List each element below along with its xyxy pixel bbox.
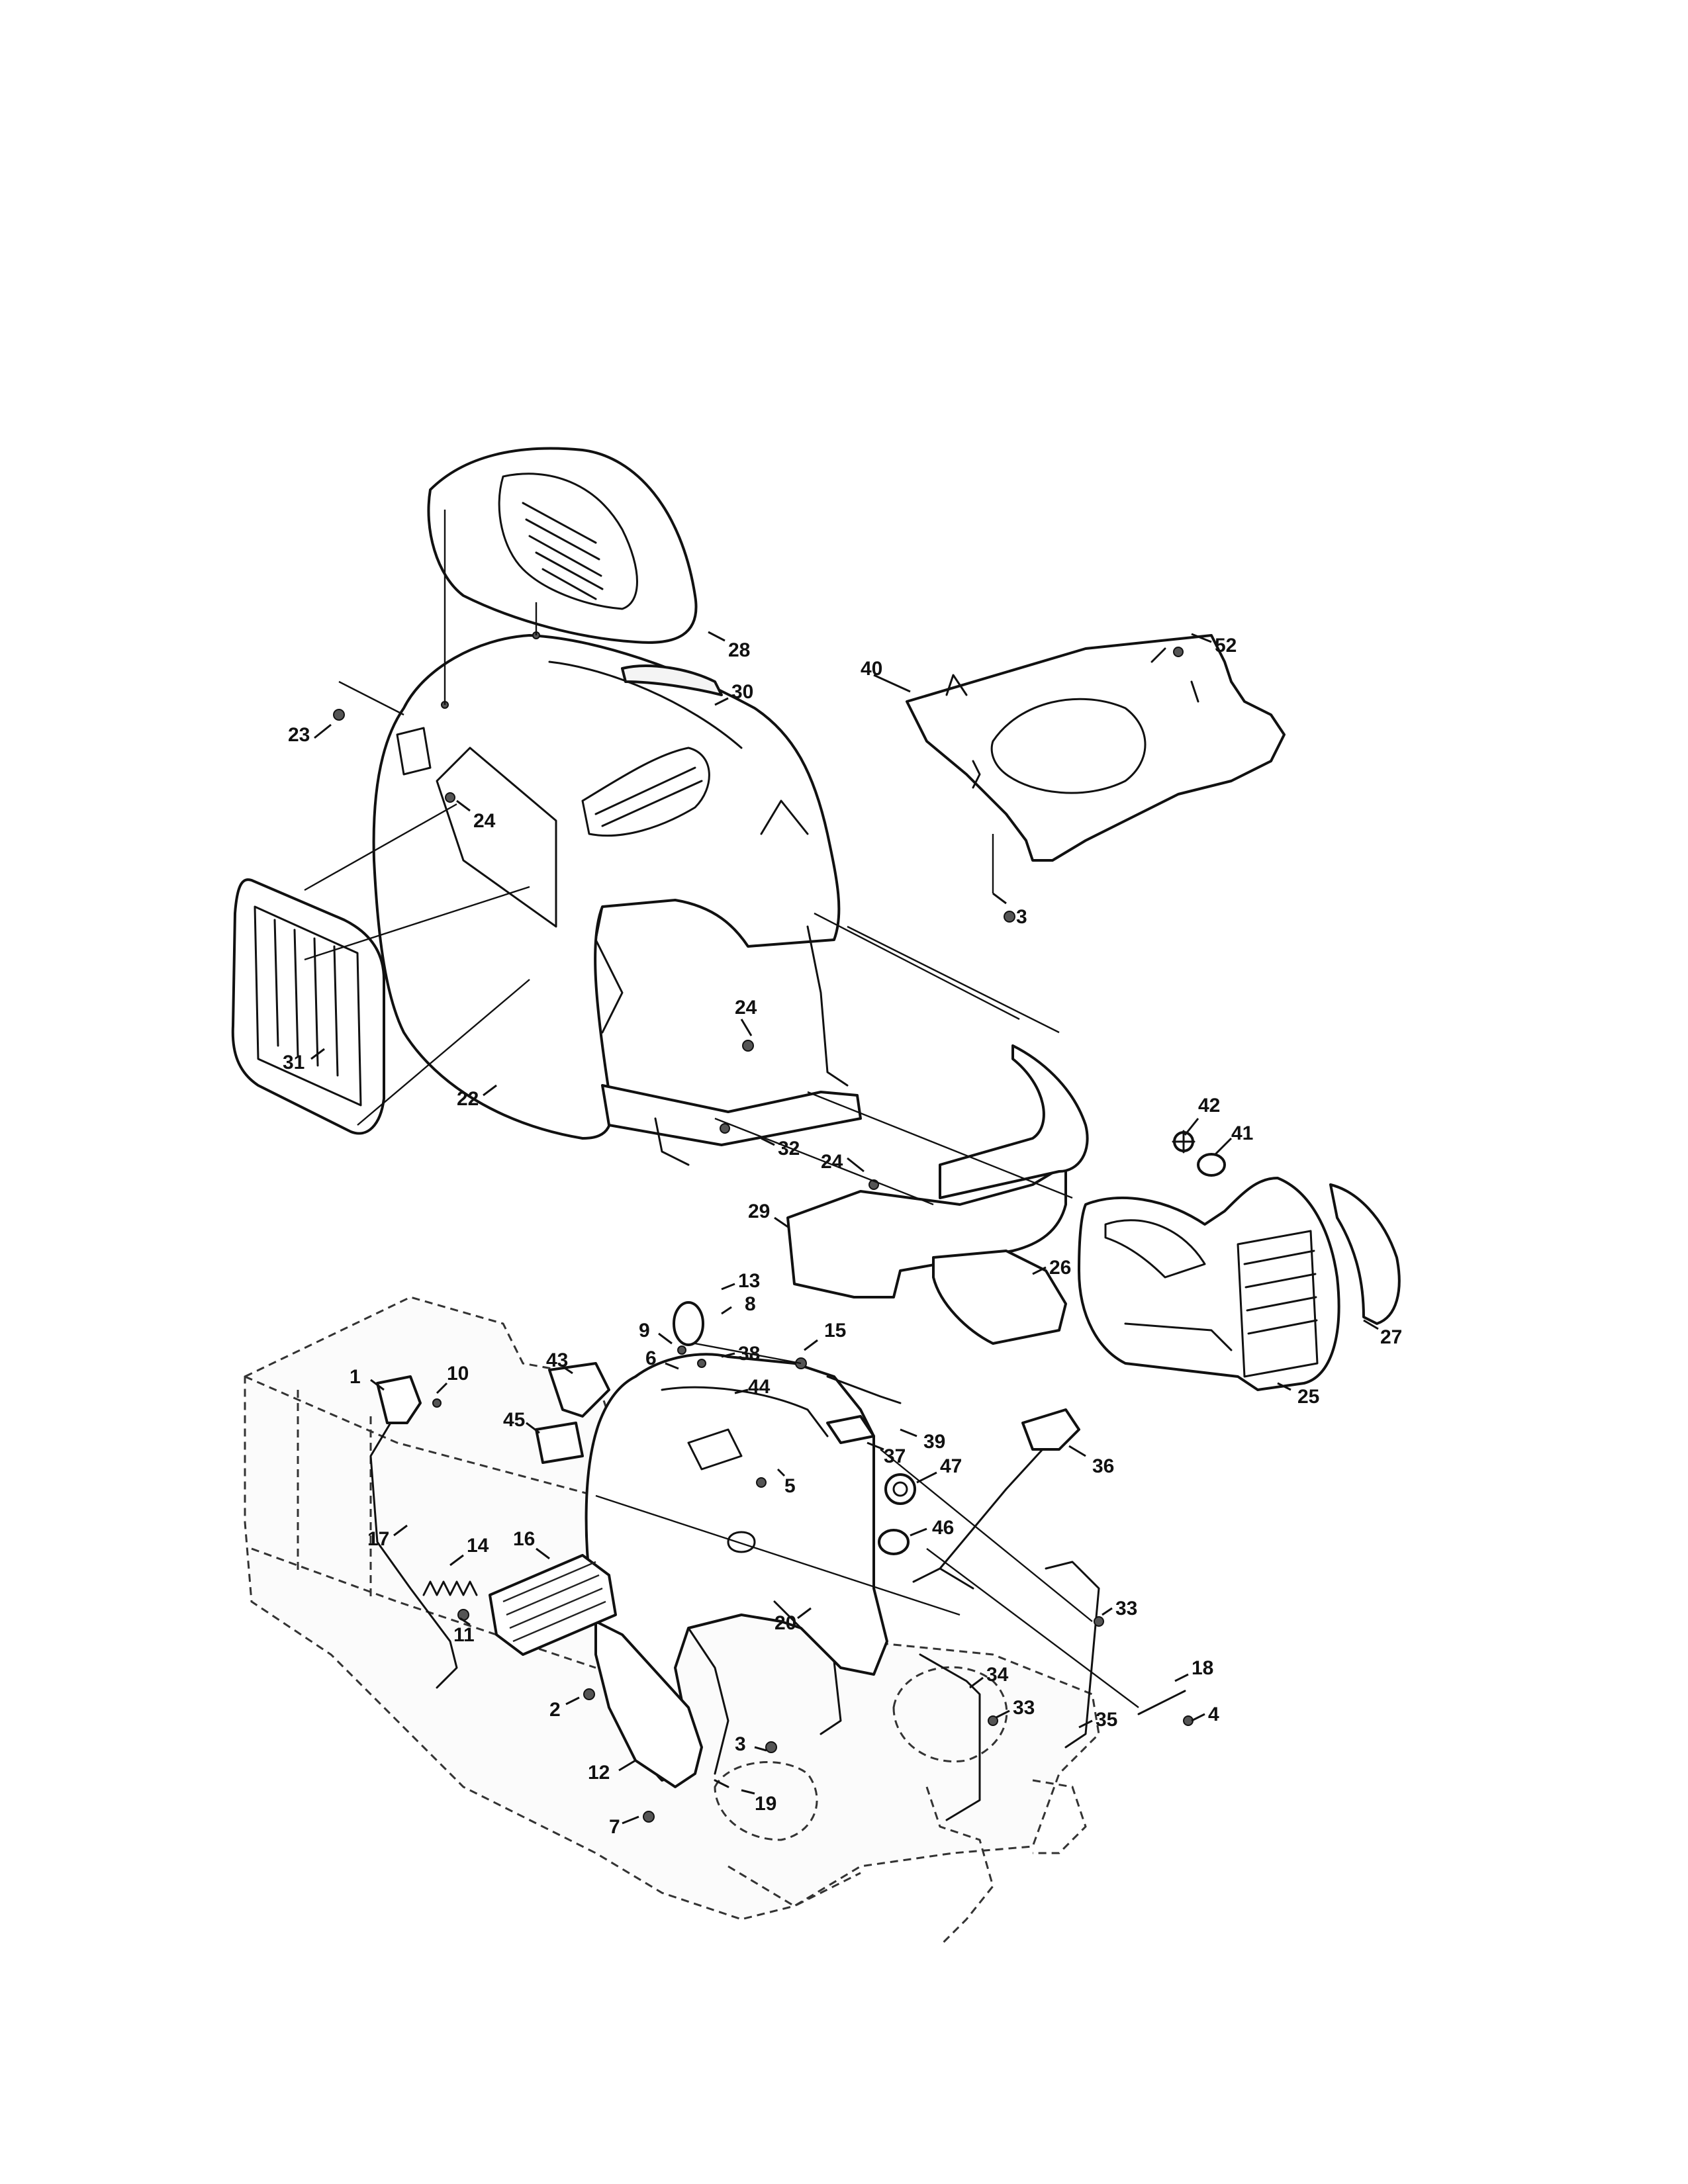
callout-13: 13: [738, 1270, 760, 1292]
callout-12: 12: [588, 1762, 610, 1784]
callout-19: 19: [755, 1793, 776, 1815]
callout-52: 52: [1215, 635, 1237, 657]
dashboard-tower-part: [585, 1353, 888, 1782]
hood-body-part: [372, 634, 841, 1140]
callout-10: 10: [447, 1363, 469, 1385]
callout-9: 9: [639, 1320, 650, 1342]
callout-40: 40: [861, 658, 882, 680]
callout-22: 22: [457, 1088, 479, 1110]
callout-33a: 33: [1115, 1598, 1137, 1619]
callout-37: 37: [884, 1445, 906, 1467]
callout-1: 1: [350, 1366, 361, 1388]
callout-31: 31: [283, 1052, 305, 1073]
hood-frame-bracket-part: [601, 925, 862, 1166]
callout-41: 41: [1231, 1122, 1253, 1144]
spring-part: [422, 1580, 478, 1596]
lift-rod-part: [919, 1653, 981, 1821]
brake-rod-part: [1045, 1561, 1100, 1749]
pedal-part: [826, 1415, 875, 1444]
connector-plug-part: [535, 1422, 584, 1464]
callout-18: 18: [1192, 1657, 1213, 1679]
callout-44: 44: [748, 1376, 771, 1398]
front-nose-part: [1078, 1177, 1340, 1391]
callout-36: 36: [1092, 1455, 1114, 1477]
callout-5: 5: [784, 1475, 796, 1497]
callout-27: 27: [1380, 1326, 1402, 1348]
callout-2: 2: [549, 1699, 561, 1721]
callout-6: 6: [645, 1347, 657, 1369]
side-grille-part: [231, 878, 385, 1135]
callout-32: 32: [778, 1138, 800, 1160]
callout-17: 17: [367, 1528, 389, 1550]
callout-15: 15: [824, 1320, 846, 1342]
callout-35: 35: [1096, 1709, 1117, 1731]
callout-45: 45: [503, 1409, 525, 1431]
footrest-part: [489, 1554, 617, 1656]
callout-24b: 24: [735, 997, 757, 1019]
callout-38: 38: [738, 1343, 760, 1365]
callout-11: 11: [453, 1624, 475, 1646]
callout-20: 20: [774, 1612, 796, 1634]
callout-47: 47: [940, 1455, 962, 1477]
callout-25: 25: [1297, 1386, 1319, 1408]
grommet-part: [878, 1529, 910, 1555]
hood-trim-part: [621, 664, 723, 696]
callout-39: 39: [923, 1431, 945, 1453]
callout-29: 29: [748, 1201, 770, 1222]
lower-dash-panel-part: [594, 1620, 703, 1788]
assembly-leader-lines: [304, 510, 1139, 1708]
callout-24c: 24: [821, 1151, 843, 1173]
callout-30: 30: [731, 681, 753, 703]
callout-14: 14: [467, 1535, 489, 1557]
callout-4: 4: [1208, 1704, 1219, 1725]
hood-bolt-part: [714, 1779, 729, 1788]
callout-42: 42: [1198, 1095, 1220, 1116]
callout-8: 8: [745, 1293, 756, 1315]
part-callouts: 28 30 23 24 31 22 24 32 24 29 40 52 3 42…: [283, 631, 1402, 1838]
linkage-rod-part: [369, 1422, 458, 1689]
knob-part: [673, 1301, 704, 1346]
pin-part: [1137, 1690, 1186, 1715]
ignition-part: [884, 1473, 916, 1505]
callout-24a: 24: [473, 810, 496, 832]
switch-module-part: [548, 1362, 610, 1418]
lever-plate-part: [826, 1375, 902, 1404]
callout-7: 7: [609, 1816, 620, 1838]
bracket-part: [376, 1375, 422, 1424]
headlight-lens-part: [932, 1250, 1067, 1345]
callout-28: 28: [728, 639, 750, 661]
dash-panel-part: [906, 634, 1286, 862]
callout-34: 34: [986, 1664, 1009, 1686]
callout-3b: 3: [735, 1733, 746, 1755]
callout-16: 16: [513, 1528, 535, 1550]
steering-wheel-part: [912, 1408, 1080, 1590]
headlight-bulb-part: [1197, 1153, 1226, 1177]
callout-46: 46: [932, 1517, 954, 1539]
callout-33b: 33: [1013, 1697, 1035, 1719]
callout-26: 26: [1049, 1257, 1071, 1279]
hood-top-cover-part: [427, 447, 698, 644]
callout-43: 43: [546, 1349, 568, 1371]
side-cap-part: [1329, 1183, 1401, 1325]
headlight-socket-part: [1172, 1130, 1196, 1154]
callout-23: 23: [288, 724, 310, 746]
callout-3a: 3: [1016, 906, 1027, 928]
